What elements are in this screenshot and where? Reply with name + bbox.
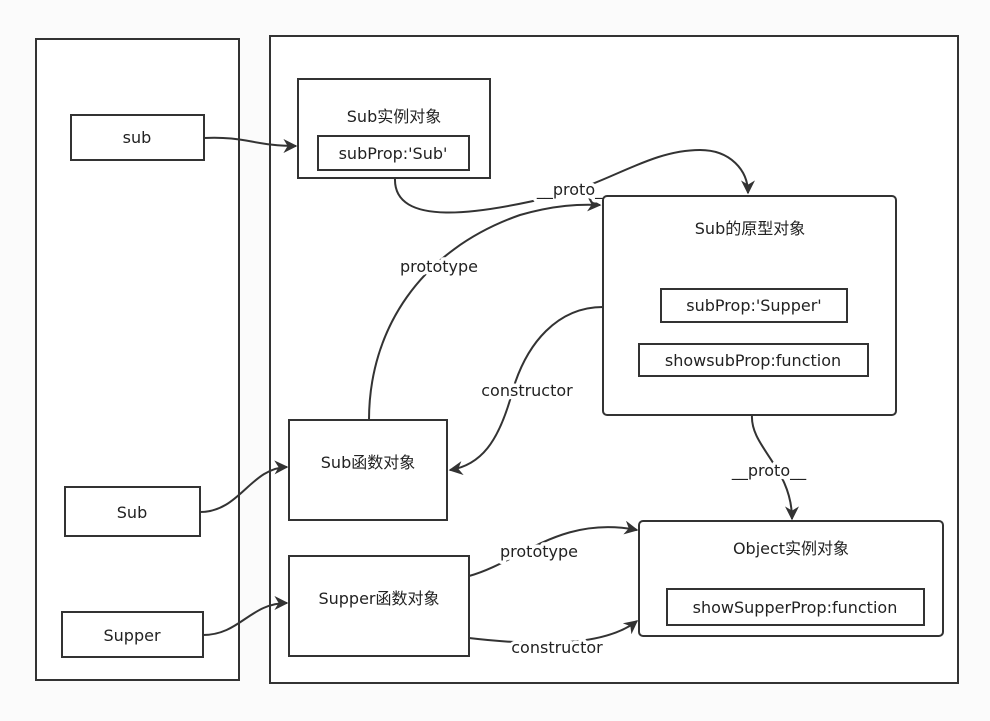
sub-function-box bbox=[288, 419, 448, 521]
sub-instance-node: Sub实例对象 subProp:'Sub' bbox=[297, 78, 491, 179]
edge-sub-function-prototype bbox=[368, 197, 602, 421]
variable-sub-box bbox=[70, 114, 205, 161]
sub-prototype-prop-1: subProp:'Supper' bbox=[686, 296, 821, 315]
object-instance-prop-box bbox=[666, 588, 925, 626]
edge-Supper-to-function bbox=[202, 596, 289, 636]
supper-function-title: Supper函数对象 bbox=[318, 589, 439, 608]
sub-instance-prop-box bbox=[317, 135, 470, 171]
variable-sub: sub bbox=[70, 114, 205, 161]
object-instance-prop: showSupperProp:function bbox=[693, 598, 898, 617]
variable-sub-label: sub bbox=[123, 128, 152, 147]
variable-Sub-box bbox=[64, 486, 201, 537]
edge-supper-function-prototype bbox=[468, 520, 639, 577]
edge-label-supper-constructor: constructor bbox=[511, 638, 603, 657]
edge-sub-prototype-constructor bbox=[448, 306, 604, 475]
variable-Supper-label: Supper bbox=[103, 626, 160, 645]
sub-function-title: Sub函数对象 bbox=[321, 453, 415, 472]
sub-instance-title: Sub实例对象 bbox=[347, 107, 441, 126]
edge-label-sub-constructor: constructor bbox=[481, 381, 573, 400]
edge-supper-function-constructor bbox=[468, 620, 639, 644]
sub-function-node: Sub函数对象 bbox=[288, 419, 448, 521]
edge-label-prototype-proto: __proto__ bbox=[731, 461, 807, 481]
edge-label-supper-prototype: prototype bbox=[500, 542, 578, 561]
variable-Sub-label: Sub bbox=[117, 503, 147, 522]
sub-prototype-prop-box-2 bbox=[638, 343, 869, 377]
object-instance-title: Object实例对象 bbox=[733, 539, 849, 558]
object-instance-node: Object实例对象 showSupperProp:function bbox=[638, 520, 944, 637]
edge-prototype-proto bbox=[750, 414, 799, 521]
variable-Supper: Supper bbox=[61, 611, 204, 658]
sub-prototype-prop-2: showsubProp:function bbox=[665, 351, 841, 370]
edge-label-sub-prototype: prototype bbox=[400, 257, 478, 276]
variable-Sub: Sub bbox=[64, 486, 201, 537]
supper-function-node: Supper函数对象 bbox=[288, 555, 470, 657]
sub-prototype-node: Sub的原型对象 subProp:'Supper' showsubProp:fu… bbox=[602, 195, 897, 416]
edge-Sub-to-function bbox=[199, 460, 289, 513]
edge-sub-to-instance bbox=[203, 136, 298, 153]
sub-prototype-prop-box-1 bbox=[660, 288, 848, 323]
variable-Supper-box bbox=[61, 611, 204, 658]
edge-instance-proto bbox=[393, 148, 755, 214]
supper-function-box bbox=[288, 555, 470, 657]
sub-prototype-title: Sub的原型对象 bbox=[695, 219, 805, 238]
edge-label-instance-proto: __proto__ bbox=[536, 180, 612, 200]
sub-instance-prop: subProp:'Sub' bbox=[339, 144, 448, 163]
